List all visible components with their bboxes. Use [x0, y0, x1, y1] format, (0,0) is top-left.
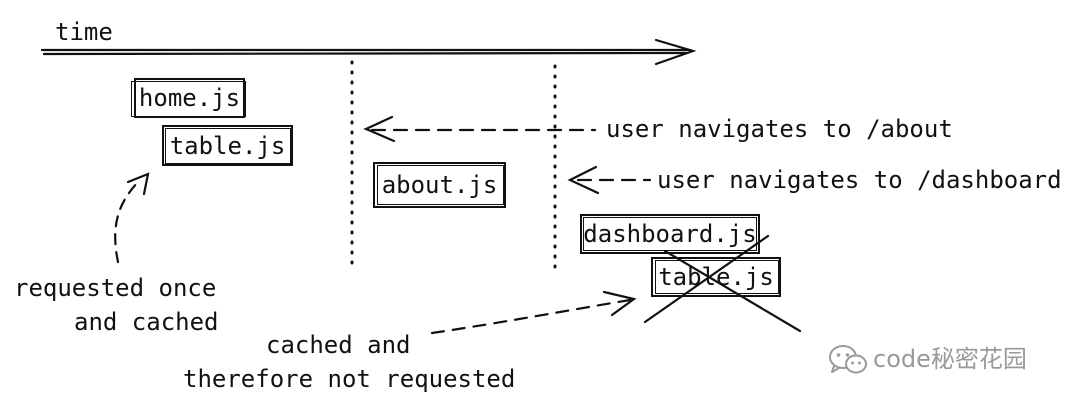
- note-and-cached: and cached: [74, 308, 219, 336]
- caption-navigate-about: user navigates to /about: [606, 115, 953, 143]
- arrow-requested-once: [114, 172, 150, 264]
- note-requested-once: requested once: [14, 274, 217, 302]
- caption-navigate-dashboard: user navigates to /dashboard: [657, 166, 1062, 194]
- timeline-label: time: [55, 18, 113, 46]
- module-box-dashboard: dashboard.js: [580, 214, 760, 254]
- timeline-arrow: [40, 38, 697, 66]
- wechat-icon: [829, 345, 867, 374]
- arrow-cached: [430, 290, 637, 335]
- arrow-about: [363, 115, 597, 143]
- note-not-requested: therefore not requested: [183, 365, 516, 393]
- module-box-table-first: table.js: [162, 125, 293, 166]
- note-cached-and: cached and: [266, 331, 411, 359]
- module-box-about: about.js: [373, 162, 506, 208]
- arrow-dashboard: [567, 165, 652, 195]
- module-box-home: home.js: [134, 78, 245, 118]
- module-box-table-second: table.js: [651, 257, 781, 297]
- watermark-text: code秘密花园: [873, 345, 1027, 373]
